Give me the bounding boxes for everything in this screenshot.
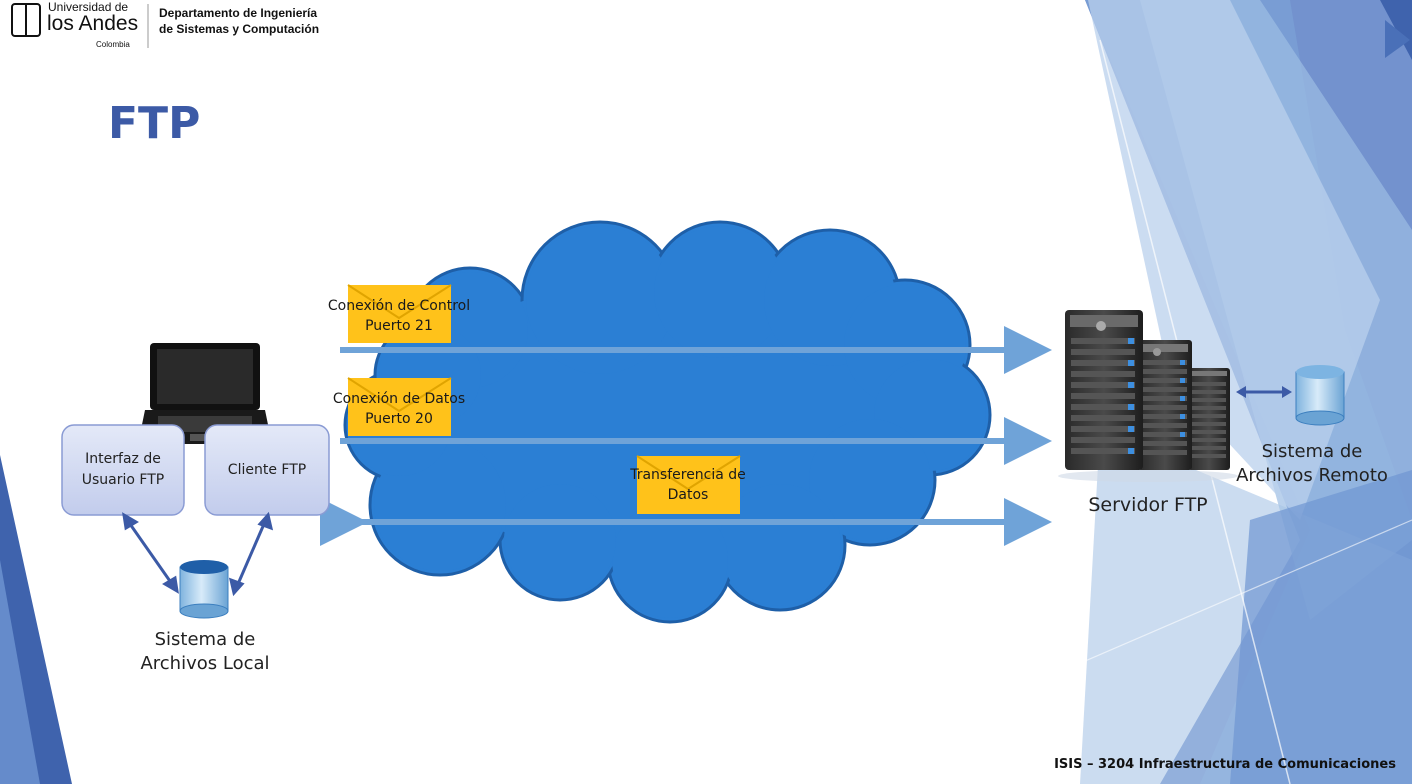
department-name: Departamento de Ingeniería de Sistemas y… xyxy=(159,5,319,37)
logo-university-line: Universidad de xyxy=(48,0,129,14)
remote-database-icon xyxy=(1295,365,1345,426)
server-icon xyxy=(1058,310,1238,482)
data-transfer-line-2: Datos xyxy=(667,487,709,503)
data-transfer-line-1: Transferencia de xyxy=(630,467,746,483)
remote-filesystem-line-1: Sistema de xyxy=(1261,441,1363,462)
ftp-client-label: Cliente FTP xyxy=(227,462,307,478)
logo-country-line: Colombia xyxy=(96,40,130,49)
logo-andes-line: los Andes xyxy=(47,12,139,35)
data-connection-line-2: Puerto 20 xyxy=(365,411,433,427)
remote-filesystem-line-2: Archivos Remoto xyxy=(1236,465,1388,486)
data-connection-label: Conexión de Datos Puerto 20 xyxy=(324,389,474,429)
department-line-1: Departamento de Ingeniería xyxy=(159,6,318,20)
ftp-user-interface-line-1: Interfaz de xyxy=(85,451,161,467)
ftp-server-label: Servidor FTP xyxy=(1088,494,1208,516)
slide-title: FTP xyxy=(108,98,201,149)
local-filesystem-line-1: Sistema de xyxy=(154,629,256,650)
ftp-user-interface-line-2: Usuario FTP xyxy=(81,472,165,488)
local-fs-arrows xyxy=(122,511,274,597)
envelope-data xyxy=(347,377,452,436)
local-filesystem-line-2: Archivos Local xyxy=(140,653,270,674)
local-database-icon xyxy=(179,560,229,619)
local-filesystem-label: Sistema de Archivos Local xyxy=(110,628,300,676)
control-connection-line-1: Conexión de Control xyxy=(327,298,471,314)
right-decoration xyxy=(799,0,1412,784)
course-footer: ISIS – 3204 Infraestructura de Comunicac… xyxy=(1054,757,1396,772)
envelope-control xyxy=(347,284,452,343)
university-logo-mark xyxy=(11,3,149,48)
control-connection-line-2: Puerto 21 xyxy=(365,318,433,334)
left-decoration xyxy=(0,455,72,784)
department-line-2: de Sistemas y Computación xyxy=(159,22,320,36)
remote-fs-arrow xyxy=(1236,386,1292,398)
ftp-user-interface-label: Interfaz de Usuario FTP xyxy=(62,449,184,491)
data-transfer-label: Transferencia de Datos xyxy=(613,465,763,505)
control-connection-label: Conexión de Control Puerto 21 xyxy=(324,296,474,336)
data-connection-line-1: Conexión de Datos xyxy=(332,391,466,407)
remote-filesystem-label: Sistema de Archivos Remoto xyxy=(1222,440,1402,488)
